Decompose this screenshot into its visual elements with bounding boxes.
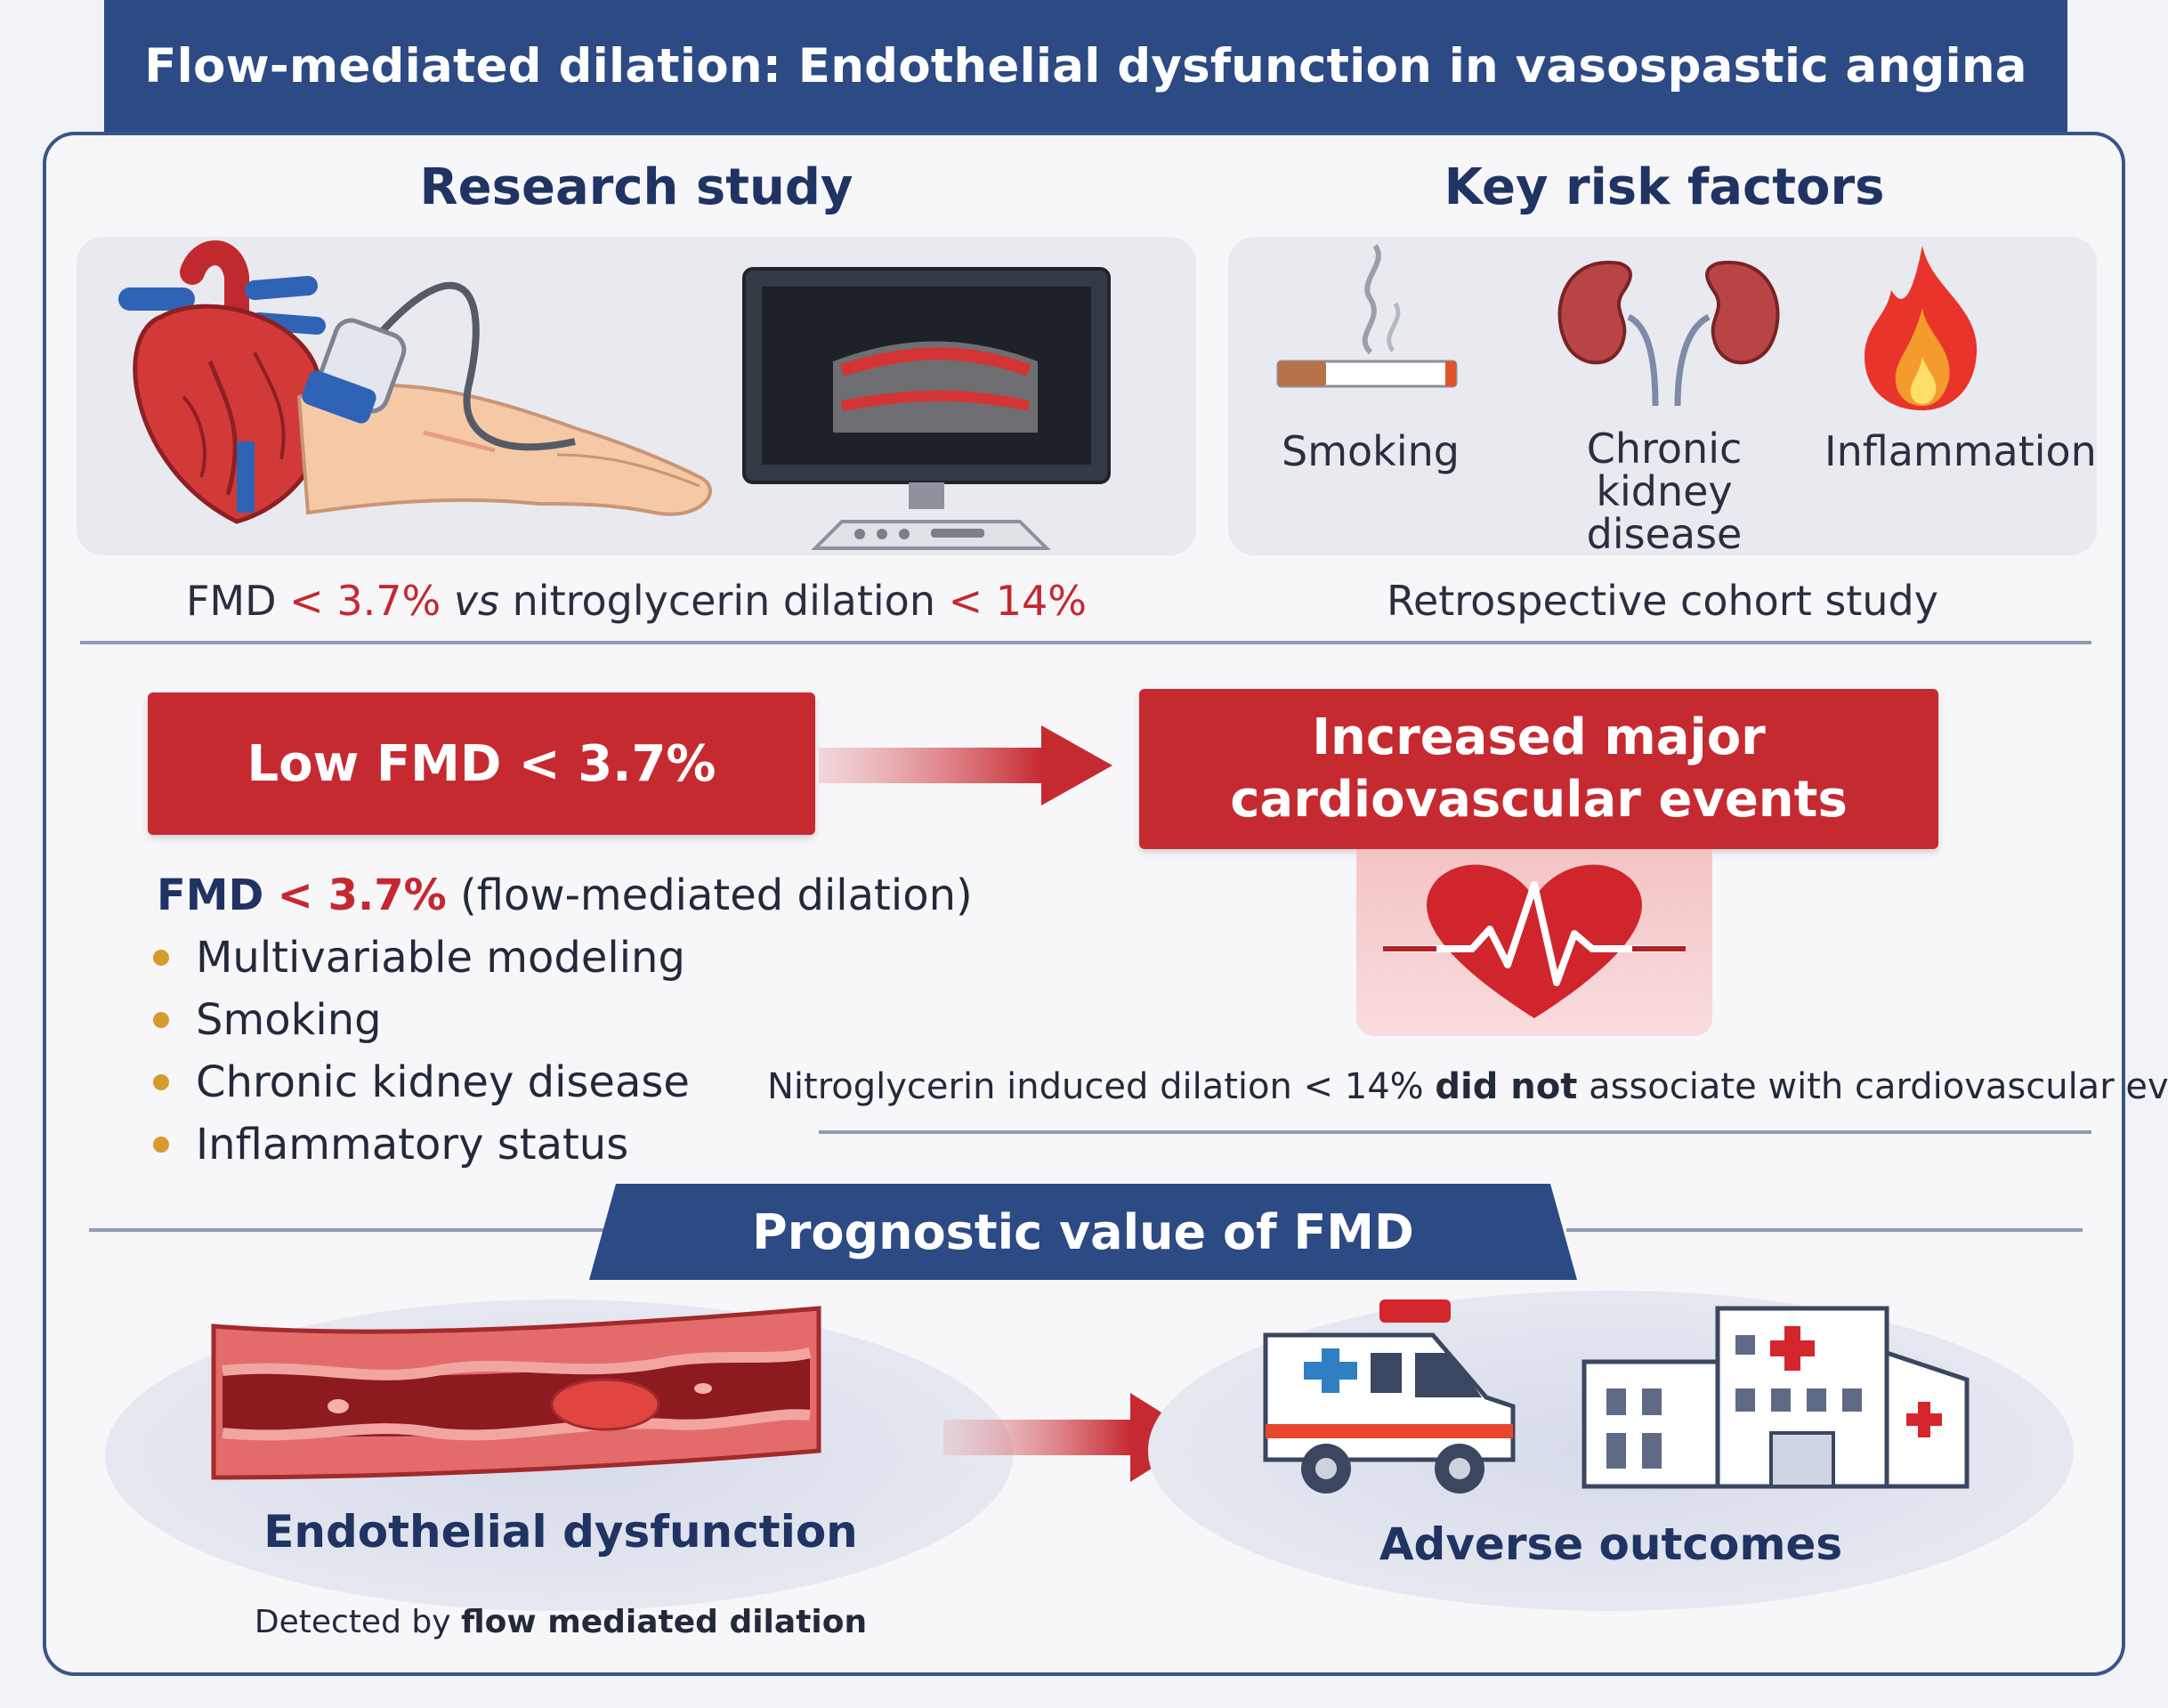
heart-icon	[118, 240, 328, 524]
risk-factors-panel: Smoking Chronic kidney disease Inflammat…	[1228, 237, 2097, 555]
divider-top	[80, 641, 2091, 644]
arm-icon	[296, 383, 712, 516]
ultrasound-monitor-icon	[742, 267, 1111, 550]
fmd-definition: FMD < 3.7% (flow-mediated dilation)	[157, 870, 973, 920]
risk-label-inflammation: Inflammation	[1824, 427, 2097, 475]
vessel-icon	[211, 1306, 821, 1480]
risk-label-smoking: Smoking	[1282, 427, 1460, 475]
flame-icon	[1865, 246, 1978, 410]
caption-fmd-prefix: FMD	[185, 577, 277, 625]
detected-by-text: Detected by flow mediated dilation	[254, 1604, 868, 1640]
cv-events-line2: cardiovascular events	[1230, 771, 1848, 829]
caption-vs: vs	[453, 577, 500, 625]
divider-ntg	[819, 1130, 2091, 1134]
hospital-icon	[1582, 1306, 1970, 1489]
prognostic-heading: Prognostic value of FMD	[589, 1184, 1577, 1280]
risk-label-ckd: Chronic kidney disease	[1586, 425, 1743, 558]
bullet-dot	[153, 1137, 169, 1153]
heart-rate-panel	[1356, 849, 1712, 1036]
divider-ribbon-right	[1566, 1228, 2083, 1232]
ntg-note: Nitroglycerin induced dilation < 14% did…	[767, 1066, 2168, 1107]
cv-events-box: Increased major cardiovascular events	[1139, 689, 1938, 849]
heartbeat-icon	[1383, 864, 1686, 1018]
fmd-description: (flow-mediated dilation)	[460, 870, 973, 920]
research-illustration	[118, 240, 1111, 550]
bullet-dot	[153, 950, 169, 966]
endothelial-dysfunction-label: Endothelial dysfunction	[263, 1506, 858, 1558]
cigarette-icon	[1276, 244, 1458, 388]
list-item: Inflammatory status	[153, 1120, 690, 1170]
cohort-caption: Retrospective cohort study	[1387, 577, 1938, 625]
key-risk-factors-heading: Key risk factors	[1444, 158, 1885, 216]
fmd-threshold: < 3.7%	[277, 870, 447, 920]
divider-ribbon-left	[89, 1228, 605, 1232]
adverse-outcomes-label: Adverse outcomes	[1379, 1518, 1843, 1570]
risk-icons	[1276, 244, 1978, 410]
fmd-bold: FMD	[157, 870, 264, 920]
model-bullet-list: Multivariable modeling Smoking Chronic k…	[153, 933, 690, 1182]
bullet-dot	[153, 1012, 169, 1028]
caption-fmd-value: < 3.7%	[289, 577, 441, 625]
kidney-icon	[1557, 260, 1780, 407]
page-title: Flow-mediated dilation: Endothelial dysf…	[104, 0, 2067, 132]
ambulance-icon	[1263, 1299, 1516, 1493]
caption-ntg-text: nitroglycerin dilation	[512, 577, 935, 625]
list-item: Chronic kidney disease	[153, 1057, 690, 1107]
bullet-dot	[153, 1074, 169, 1090]
arrow-to-events	[819, 725, 1112, 805]
caption-ntg-value: < 14%	[948, 577, 1088, 625]
low-fmd-box: Low FMD < 3.7%	[148, 692, 815, 835]
list-item: Multivariable modeling	[153, 933, 690, 983]
research-study-heading: Research study	[419, 158, 853, 216]
list-item: Smoking	[153, 995, 690, 1045]
research-caption: FMD < 3.7% vs nitroglycerin dilation < 1…	[77, 577, 1196, 625]
ultrasound-probe-icon	[302, 281, 576, 451]
research-illustration-panel	[77, 237, 1196, 555]
cv-events-line1: Increased major	[1312, 708, 1766, 766]
ambulance-hospital-illustration	[1263, 1299, 1970, 1493]
